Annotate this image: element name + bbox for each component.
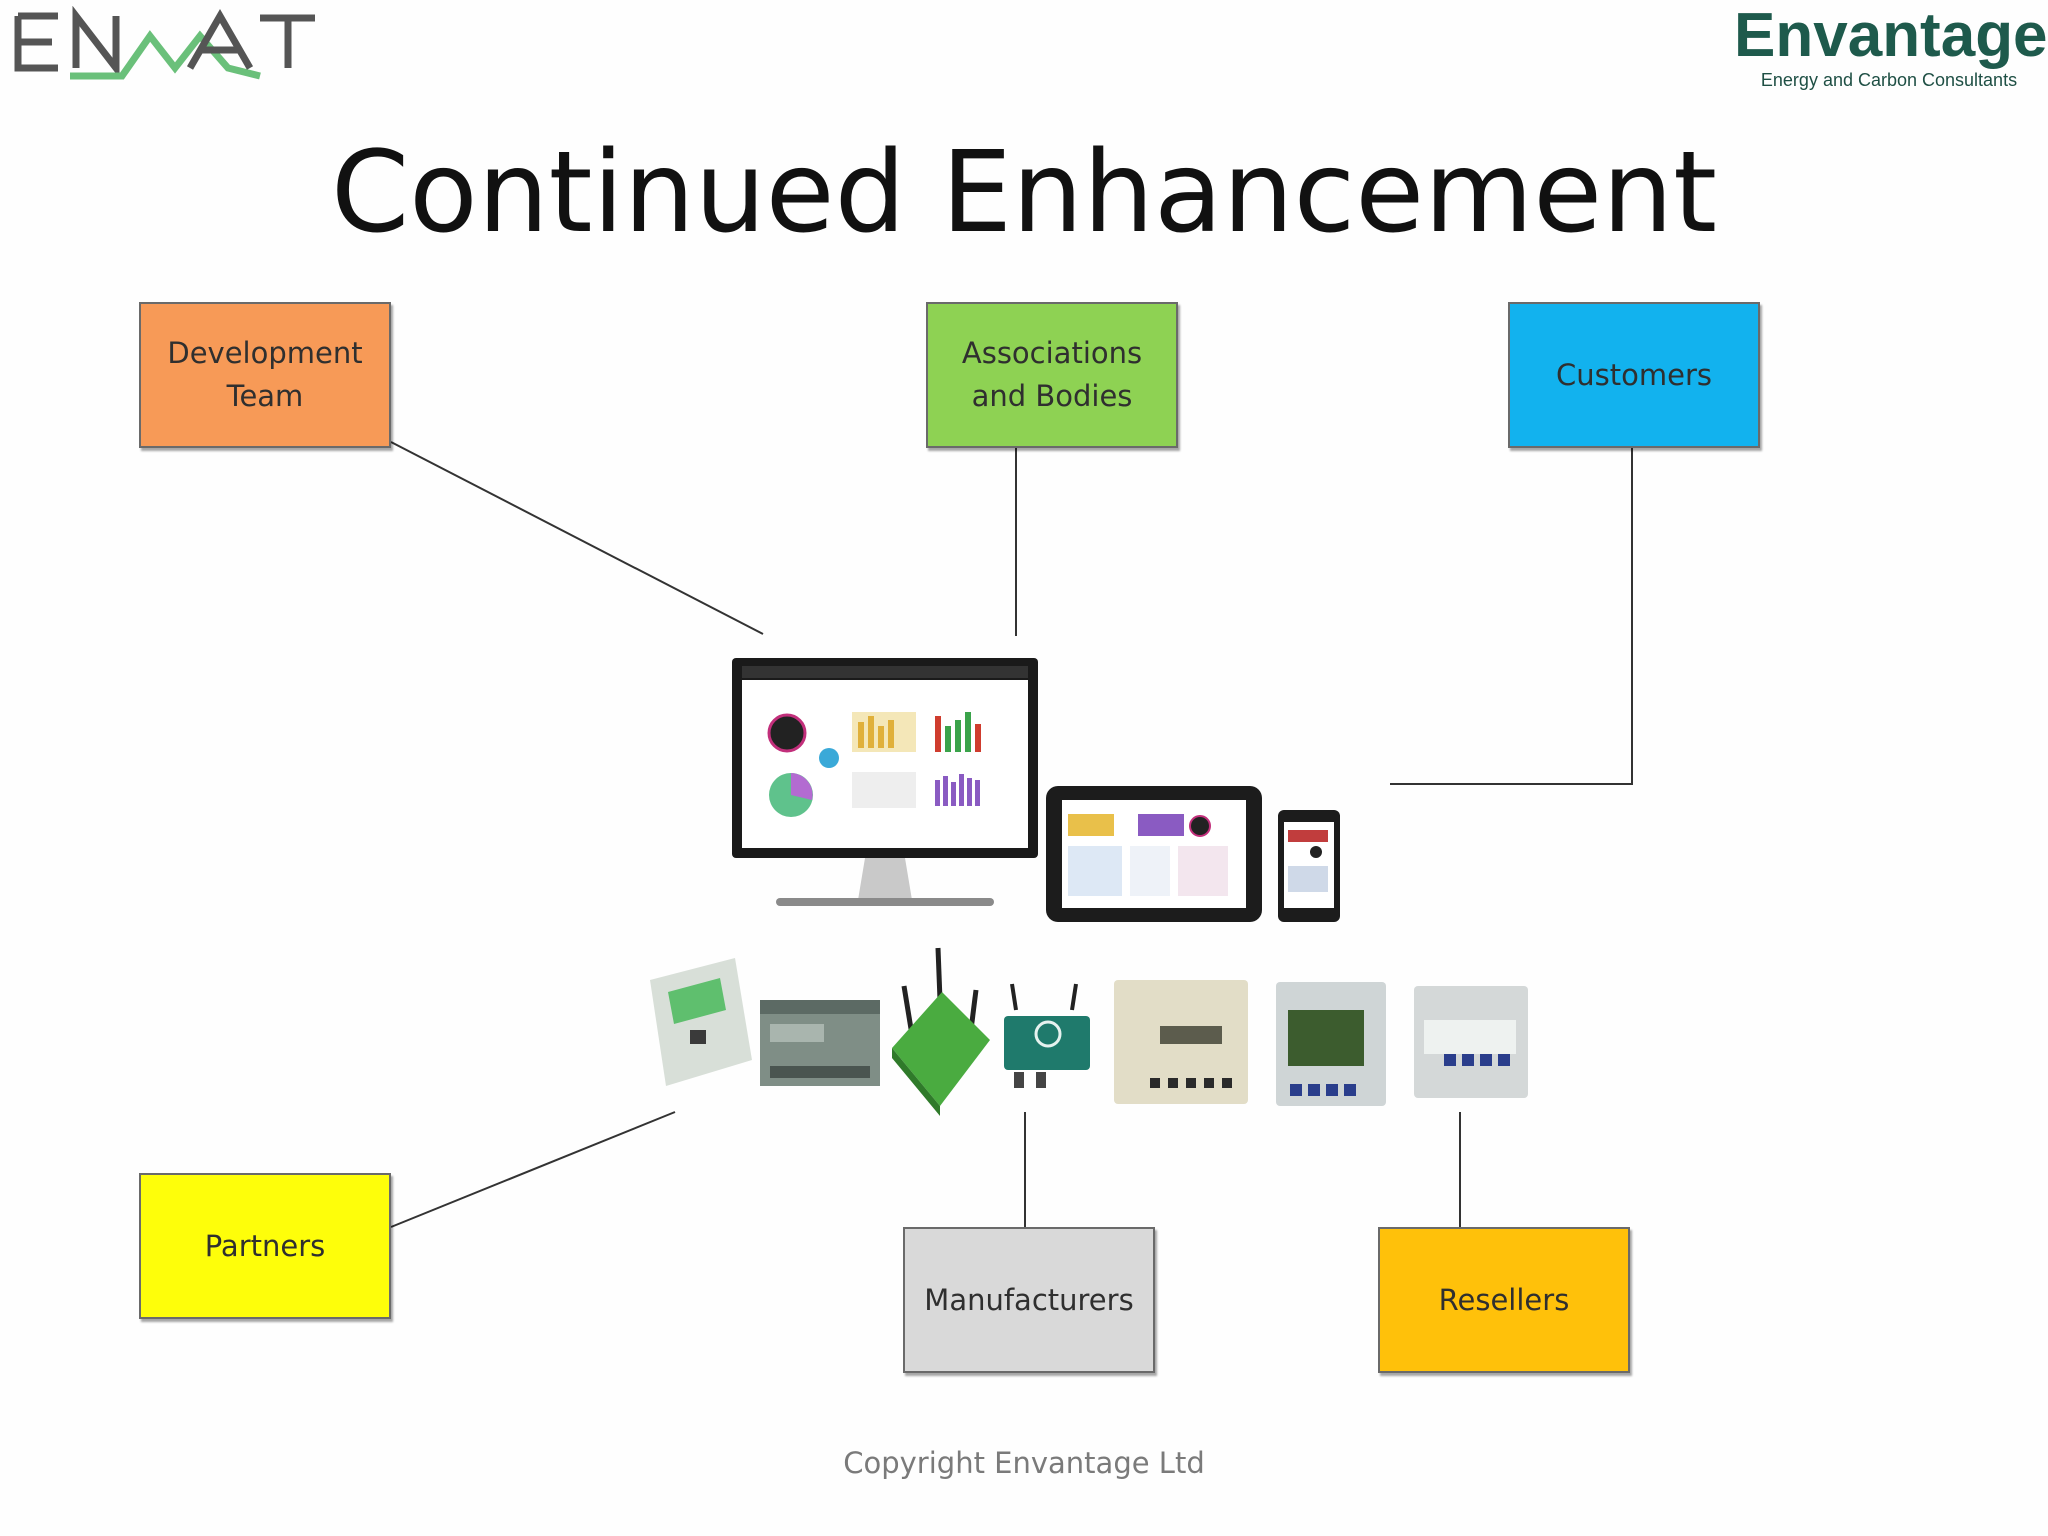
- node-resellers: Resellers: [1378, 1227, 1630, 1373]
- desktop-monitor-image: [732, 658, 1038, 906]
- envantage-logo: Envantage Energy and Carbon Consultants: [1734, 1, 2048, 91]
- envantage-wordmark: Envantage: [1734, 1, 2048, 70]
- node-associations-and-bodies: Associations and Bodies: [926, 302, 1178, 448]
- smartphone-image: [1278, 810, 1340, 922]
- wireless-gateway-image: [892, 947, 990, 1116]
- envantage-tagline: Energy and Carbon Consultants: [1760, 70, 2018, 90]
- din-rail-meter-image: [1414, 986, 1528, 1098]
- node-customers: Customers: [1508, 302, 1760, 448]
- slide-title: Continued Enhancement: [330, 128, 1718, 258]
- network-hub-image: [1004, 983, 1090, 1088]
- display-meter-image: [1276, 982, 1386, 1106]
- node-partners: Partners: [139, 1173, 391, 1319]
- node-manufacturers: Manufacturers: [903, 1227, 1155, 1373]
- panel-meter-image: [1114, 980, 1248, 1104]
- tablet-image: [1046, 786, 1262, 922]
- enmat-logo-mark: [14, 5, 315, 80]
- din-rail-module-image: [650, 958, 752, 1086]
- node-development-team: Development Team: [139, 302, 391, 448]
- controller-unit-image: [760, 1000, 880, 1086]
- enmat-logo: [10, 5, 320, 84]
- copyright-footer: Copyright Envantage Ltd: [843, 1446, 1205, 1480]
